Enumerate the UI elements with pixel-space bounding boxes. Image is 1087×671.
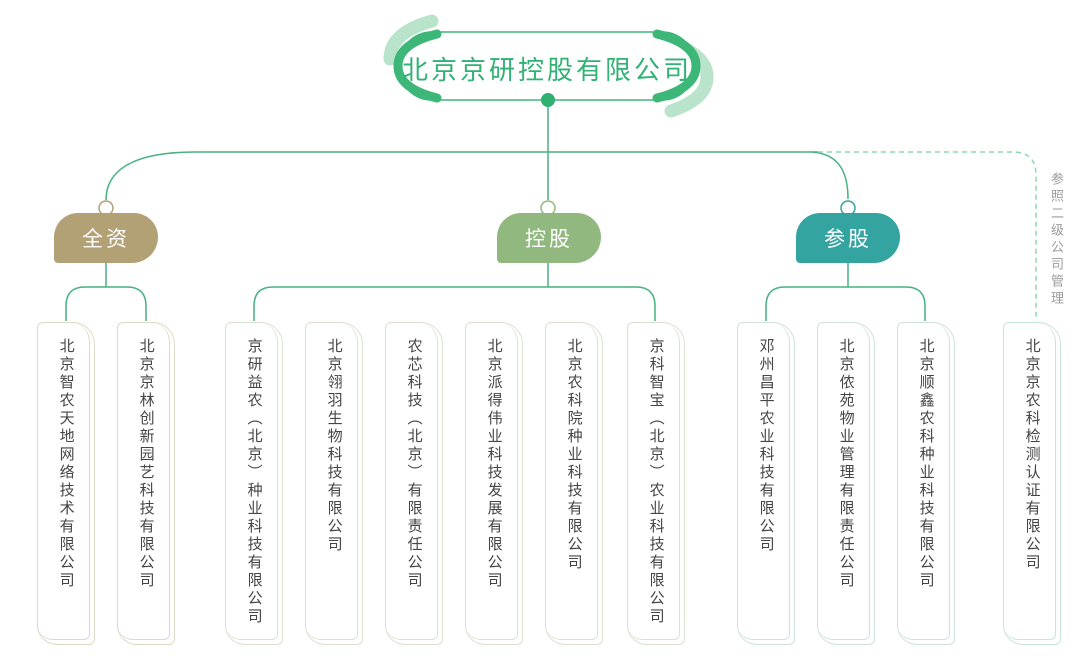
- badge-quanzi-label: 全资: [82, 228, 130, 251]
- company-card: 北京顺鑫农科种业科技有限公司: [897, 322, 955, 645]
- company-name: 邓州昌平农业科技有限公司: [757, 338, 775, 554]
- company-name: 北京农科院种业科技有限公司: [565, 338, 583, 572]
- annex-note-label: 参照二级公司管理: [1049, 172, 1064, 308]
- root-bracket-right-icon: [652, 29, 701, 103]
- company-card: 农芯科技（北京）有限责任公司: [385, 322, 443, 645]
- company-card: 北京翎羽生物科技有限公司: [305, 322, 363, 645]
- badge-konggu-label: 控股: [525, 228, 573, 251]
- company-name: 京科智宝（北京）农业科技有限公司: [647, 338, 665, 626]
- wire-konggu-rail: [253, 286, 656, 321]
- company-name: 北京翎羽生物科技有限公司: [325, 338, 343, 554]
- company-name: 北京派得伟业科技发展有限公司: [485, 338, 503, 590]
- root-connector-dot: [541, 93, 555, 107]
- company-name: 京研益农（北京）种业科技有限公司: [245, 338, 263, 626]
- root-bracket-left-icon: [393, 29, 442, 103]
- company-card: 北京农科院种业科技有限公司: [545, 322, 603, 645]
- company-card: 北京侬苑物业管理有限责任公司: [817, 322, 875, 645]
- wire-quanzi-rail: [65, 286, 147, 321]
- company-name: 农芯科技（北京）有限责任公司: [405, 338, 423, 590]
- badge-cangu-label: 参股: [824, 228, 872, 251]
- badge-quanzi: 全资: [54, 213, 158, 263]
- company-name: 北京顺鑫农科种业科技有限公司: [917, 338, 935, 590]
- company-card: 北京京林创新园艺科技有限公司: [117, 322, 175, 645]
- badge-konggu: 控股: [497, 213, 601, 263]
- company-card: 京研益农（北京）种业科技有限公司: [225, 322, 283, 645]
- header-accent-left: [383, 14, 439, 66]
- company-card: 京科智宝（北京）农业科技有限公司: [627, 322, 685, 645]
- wire-cangu-rail: [765, 286, 926, 321]
- wire-main-rail: [105, 151, 818, 201]
- company-name: 北京侬苑物业管理有限责任公司: [837, 338, 855, 590]
- company-name: 北京智农天地网络技术有限公司: [57, 338, 75, 590]
- wire-to-cangu: [811, 151, 849, 200]
- company-card-annex: 北京京农科检测认证有限公司: [1003, 322, 1061, 645]
- company-card: 邓州昌平农业科技有限公司: [737, 322, 795, 645]
- company-name: 北京京农科检测认证有限公司: [1023, 338, 1041, 572]
- company-card: 北京派得伟业科技发展有限公司: [465, 322, 523, 645]
- company-card: 北京智农天地网络技术有限公司: [37, 322, 95, 645]
- root-company-title: 北京京研控股有限公司: [401, 55, 692, 85]
- company-name: 北京京林创新园艺科技有限公司: [137, 338, 155, 590]
- badge-cangu: 参股: [796, 213, 900, 263]
